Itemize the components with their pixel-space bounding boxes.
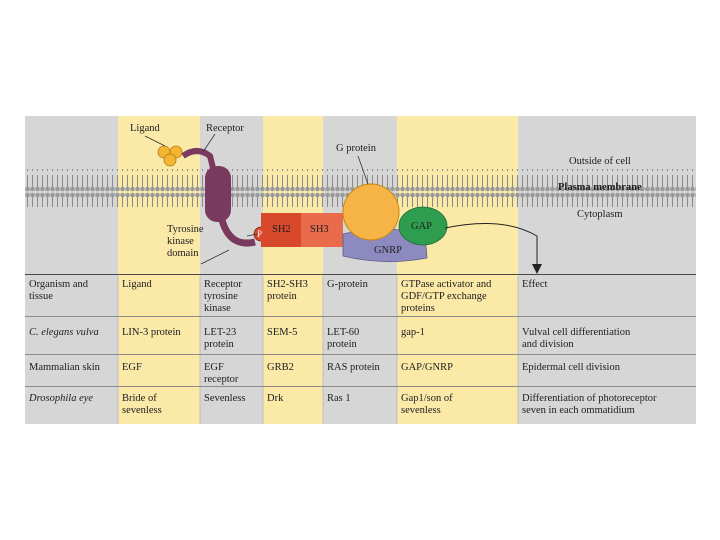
table-cell: GAP/GNRP <box>401 362 453 373</box>
tyrosine-pointer <box>246 233 258 237</box>
table-cell: Drk <box>267 393 284 404</box>
cytoplasm-label: Cytoplasm <box>577 209 623 220</box>
table-cell: Drosophila eye <box>29 393 94 404</box>
phosphate-label: P <box>257 229 263 239</box>
sh2-label: SH2 <box>272 224 291 235</box>
table-rule <box>25 354 696 355</box>
table-cell: Gap1/son of sevenless <box>401 393 453 416</box>
table-rule <box>25 274 696 275</box>
header-g-protein: G-protein <box>327 279 368 290</box>
table-cell: EGF receptor <box>204 362 239 385</box>
g-protein-label: G protein <box>336 143 376 154</box>
table-cell: Differentiation of photoreceptor seven i… <box>522 393 657 416</box>
tyrosine-kinase-label: Tyrosine kinase domain <box>167 224 204 259</box>
signaling-diagram <box>25 133 696 424</box>
table-cell: Sevenless <box>204 393 246 404</box>
table-cell: LET-23 protein <box>204 327 237 350</box>
table-cell: EGF <box>122 362 142 373</box>
effect-arrowhead <box>532 264 542 274</box>
table-cell: RAS protein <box>327 362 380 373</box>
table-rule <box>25 316 696 317</box>
table-cell: SEM-5 <box>267 327 298 338</box>
column-band-gtpase <box>397 116 518 424</box>
receptor-pointer <box>202 133 216 153</box>
membrane-label: Plasma membrane <box>558 182 642 193</box>
receptor-label: Receptor <box>206 123 244 134</box>
header-receptor: Receptor tyrosine kinase <box>204 279 242 314</box>
table-cell: Epidermal cell division <box>522 362 620 373</box>
table-cell: Ras 1 <box>327 393 351 404</box>
pathway-figure: Ligand Receptor G protein Outside of cel… <box>25 116 696 424</box>
effect-arrow <box>444 223 538 266</box>
ligand-label: Ligand <box>130 123 160 134</box>
g-protein <box>342 183 400 241</box>
gap-label: GAP <box>411 221 433 232</box>
sh3-domain <box>301 213 343 247</box>
table-cell: C. elegans vulva <box>29 327 99 338</box>
receptor-protein <box>181 148 256 247</box>
sh3-label: SH3 <box>310 224 329 235</box>
header-gtpase: GTPase activator and GDF/GTP exchange pr… <box>401 279 492 314</box>
outside-label: Outside of cell <box>569 156 631 167</box>
table-cell: LIN-3 protein <box>122 327 181 338</box>
sh2-domain <box>261 213 301 247</box>
table-cell: gap-1 <box>401 327 425 338</box>
header-sh2-sh3: SH2-SH3 protein <box>267 279 308 302</box>
table-cell: Mammalian skin <box>29 362 100 373</box>
header-effect: Effect <box>522 279 548 290</box>
column-band-sh2-sh3 <box>263 116 323 424</box>
table-cell: LET-60 protein <box>327 327 360 350</box>
header-ligand: Ligand <box>122 279 152 290</box>
header-organism: Organism and tissue <box>29 279 89 302</box>
table-cell: Bride of sevenless <box>122 393 162 416</box>
kinase-pointer <box>200 249 230 265</box>
column-band-ligand <box>118 116 200 424</box>
table-rule <box>25 386 696 387</box>
gnrp-label: GNRP <box>374 245 403 256</box>
table-cell: Vulval cell differentiation and division <box>522 327 631 350</box>
gap-protein <box>398 206 448 246</box>
ligand-pointer <box>144 135 166 147</box>
table-cell: GRB2 <box>267 362 294 373</box>
ligand-molecule <box>157 145 183 167</box>
g-protein-pointer <box>357 155 369 185</box>
